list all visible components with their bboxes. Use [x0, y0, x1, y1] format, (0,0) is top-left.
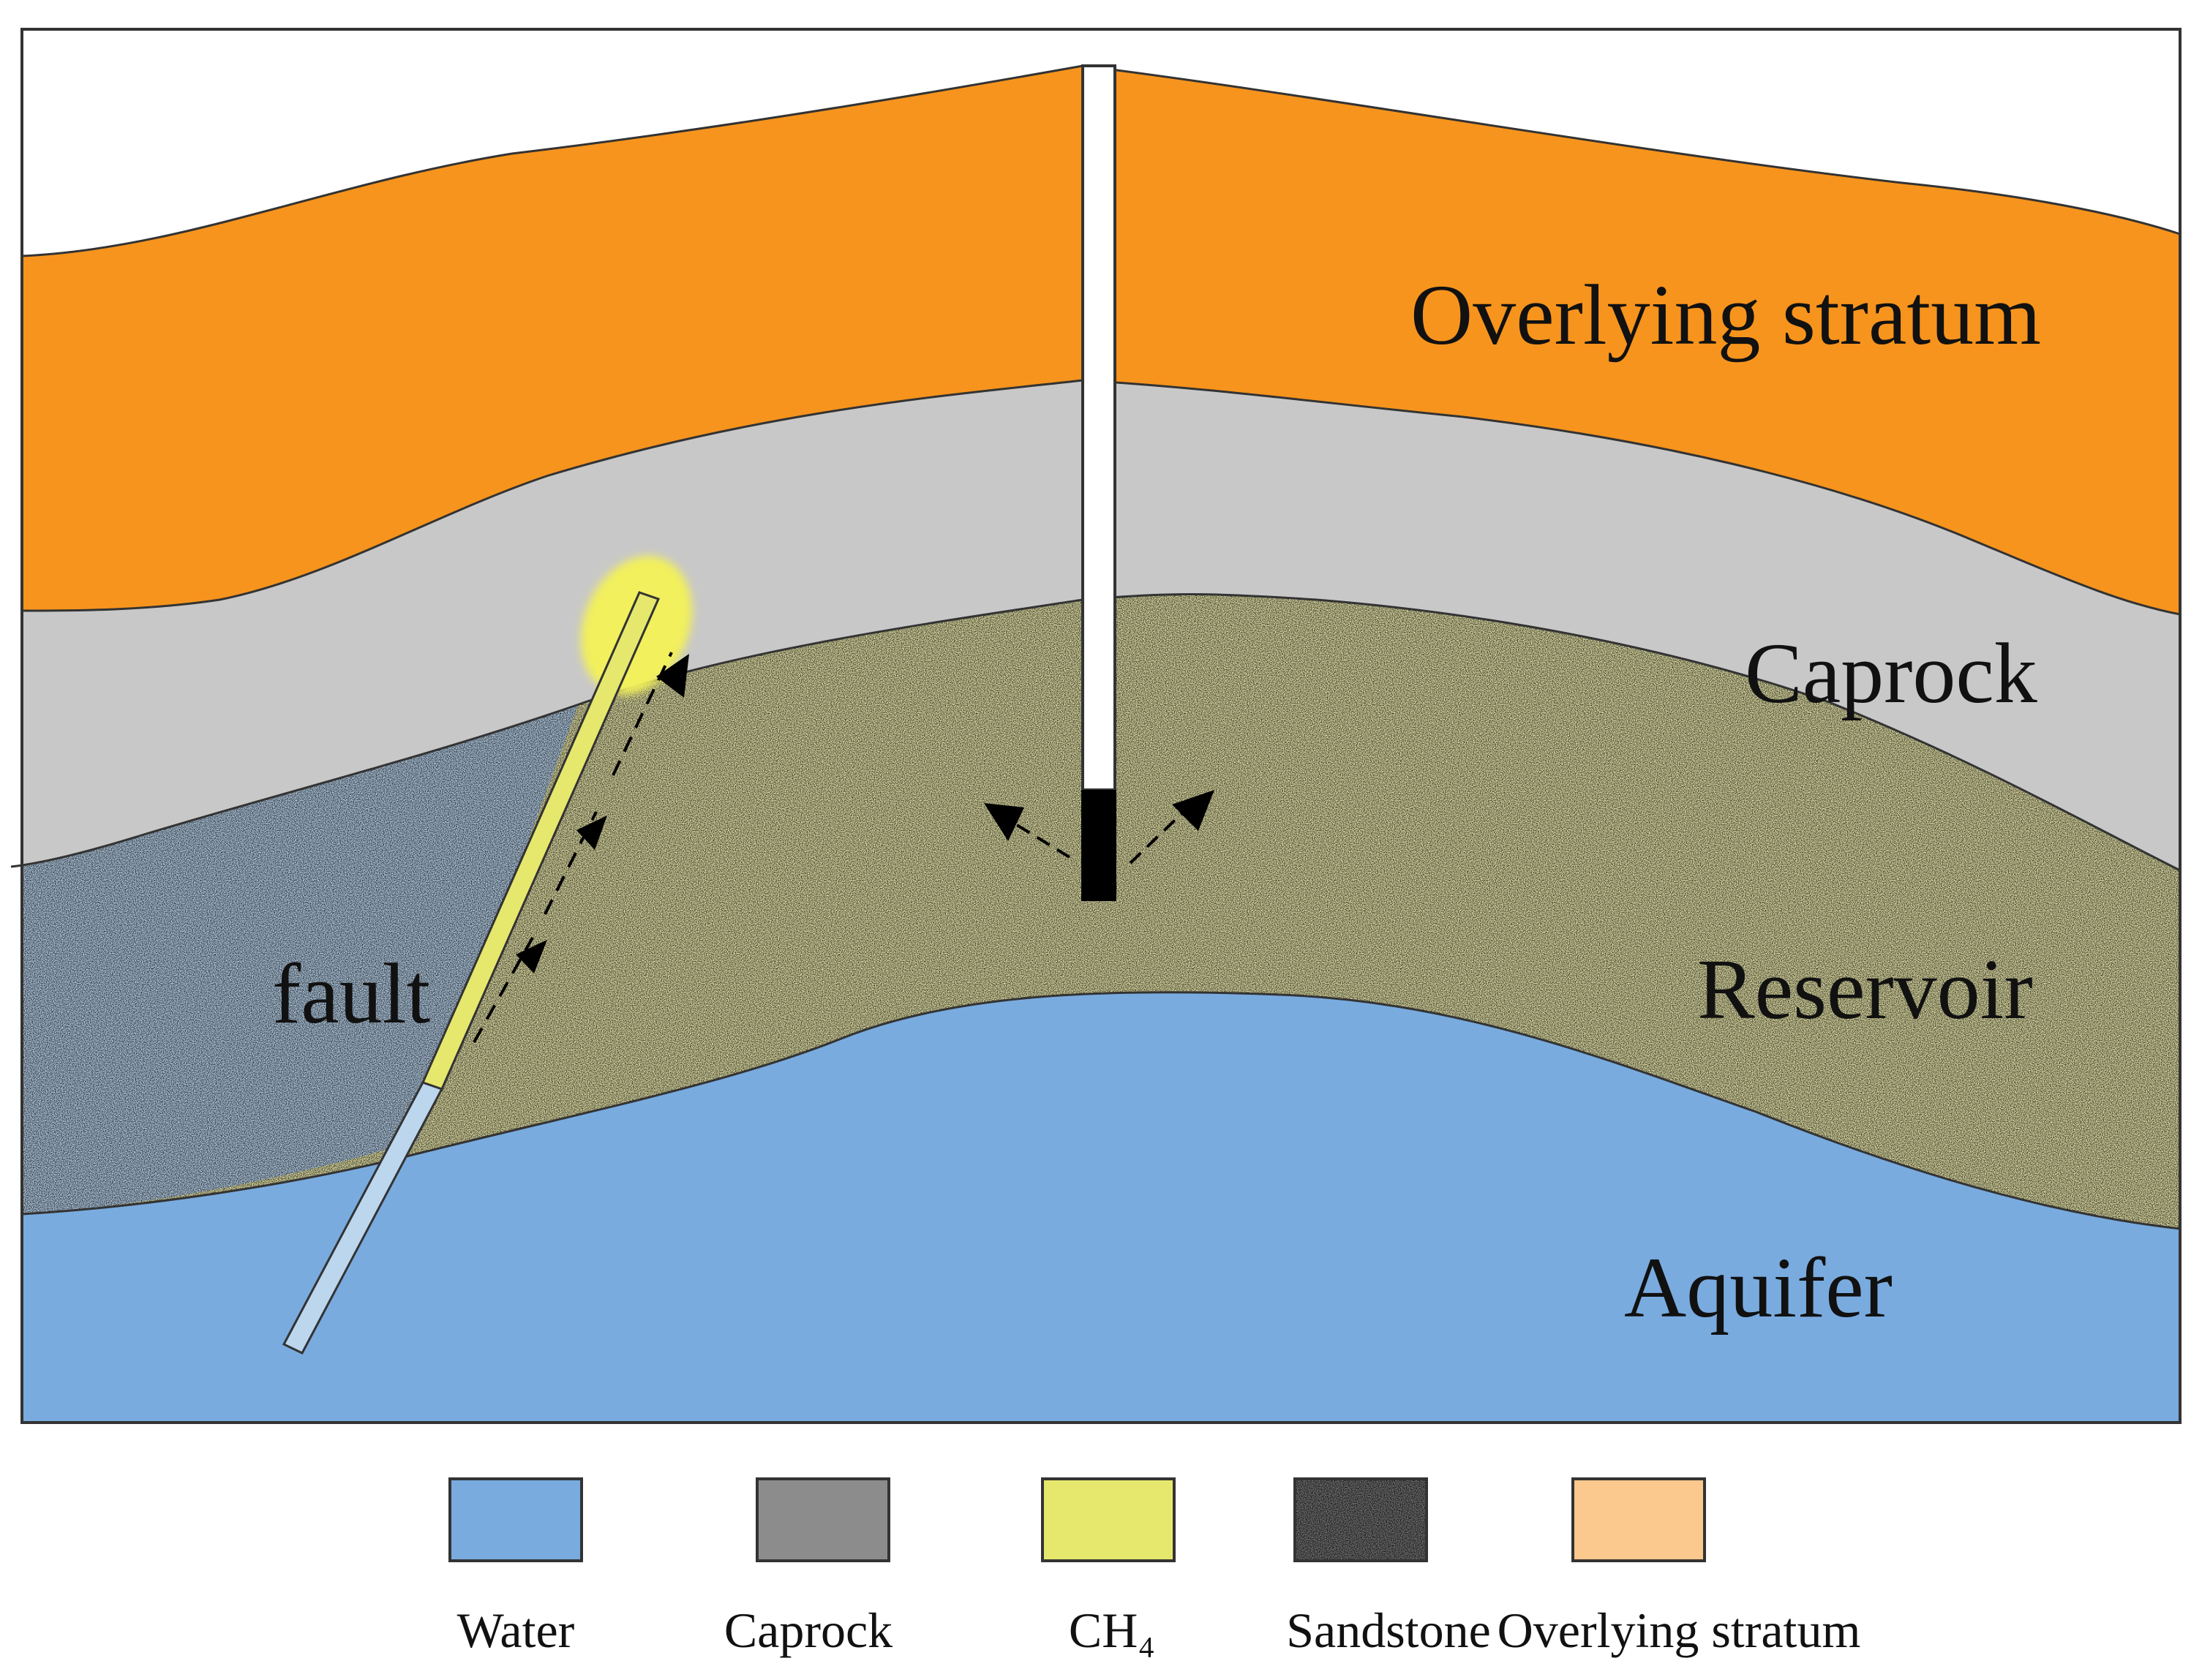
well: [1081, 64, 1116, 901]
diagram-frame: [20, 28, 2182, 1424]
injection-perforation: [1081, 790, 1116, 901]
fault-gas-segment: [421, 591, 661, 1091]
legend-label-water: Water: [457, 1602, 575, 1658]
wellbore: [1081, 64, 1116, 791]
legend-swatch-overlying-stratum: [1571, 1477, 1706, 1562]
legend: Water Caprock CH₄ Sandstone Overlying st…: [448, 1477, 1861, 1658]
legend-item-sandstone: Sandstone: [1286, 1477, 1491, 1658]
arrowheads: [516, 654, 689, 973]
legend-item-ch4: CH₄: [1041, 1477, 1176, 1658]
legend-label-sandstone: Sandstone: [1286, 1602, 1491, 1658]
arrowhead-icon: [576, 815, 607, 850]
caprock-layer: [22, 380, 2180, 870]
legend-label-overlying-stratum: Overlying stratum: [1498, 1602, 1861, 1658]
arrowhead-icon: [656, 654, 689, 698]
legend-swatch-ch4: [1041, 1477, 1176, 1562]
legend-label-caprock: Caprock: [724, 1602, 893, 1658]
legend-item-overlying-stratum: Overlying stratum: [1498, 1477, 1861, 1658]
reservoir-label: Reservoir: [1697, 941, 2033, 1037]
legend-item-caprock: Caprock: [724, 1477, 893, 1658]
arrowhead-icon: [516, 940, 547, 973]
caprock-label: Caprock: [1745, 625, 2037, 721]
legend-swatch-sandstone-texture: [1296, 1480, 1425, 1559]
legend-item-water: Water: [448, 1477, 583, 1658]
injection-arrows: [1015, 809, 1187, 865]
aquifer-layer: [22, 992, 2180, 1423]
arrowhead-icon: [984, 803, 1024, 841]
injection-arrowheads: [984, 790, 1214, 841]
legend-swatch-water: [448, 1477, 583, 1562]
arrowhead-icon: [1172, 790, 1214, 831]
fault-structure: [282, 556, 693, 1355]
overlying-stratum-label: Overlying stratum: [1410, 267, 2041, 363]
fault-label: fault: [272, 946, 430, 1041]
legend-label-ch4: CH₄: [1069, 1602, 1155, 1658]
aquifer-label: Aquifer: [1624, 1240, 1893, 1336]
legend-swatch-caprock: [756, 1477, 890, 1562]
